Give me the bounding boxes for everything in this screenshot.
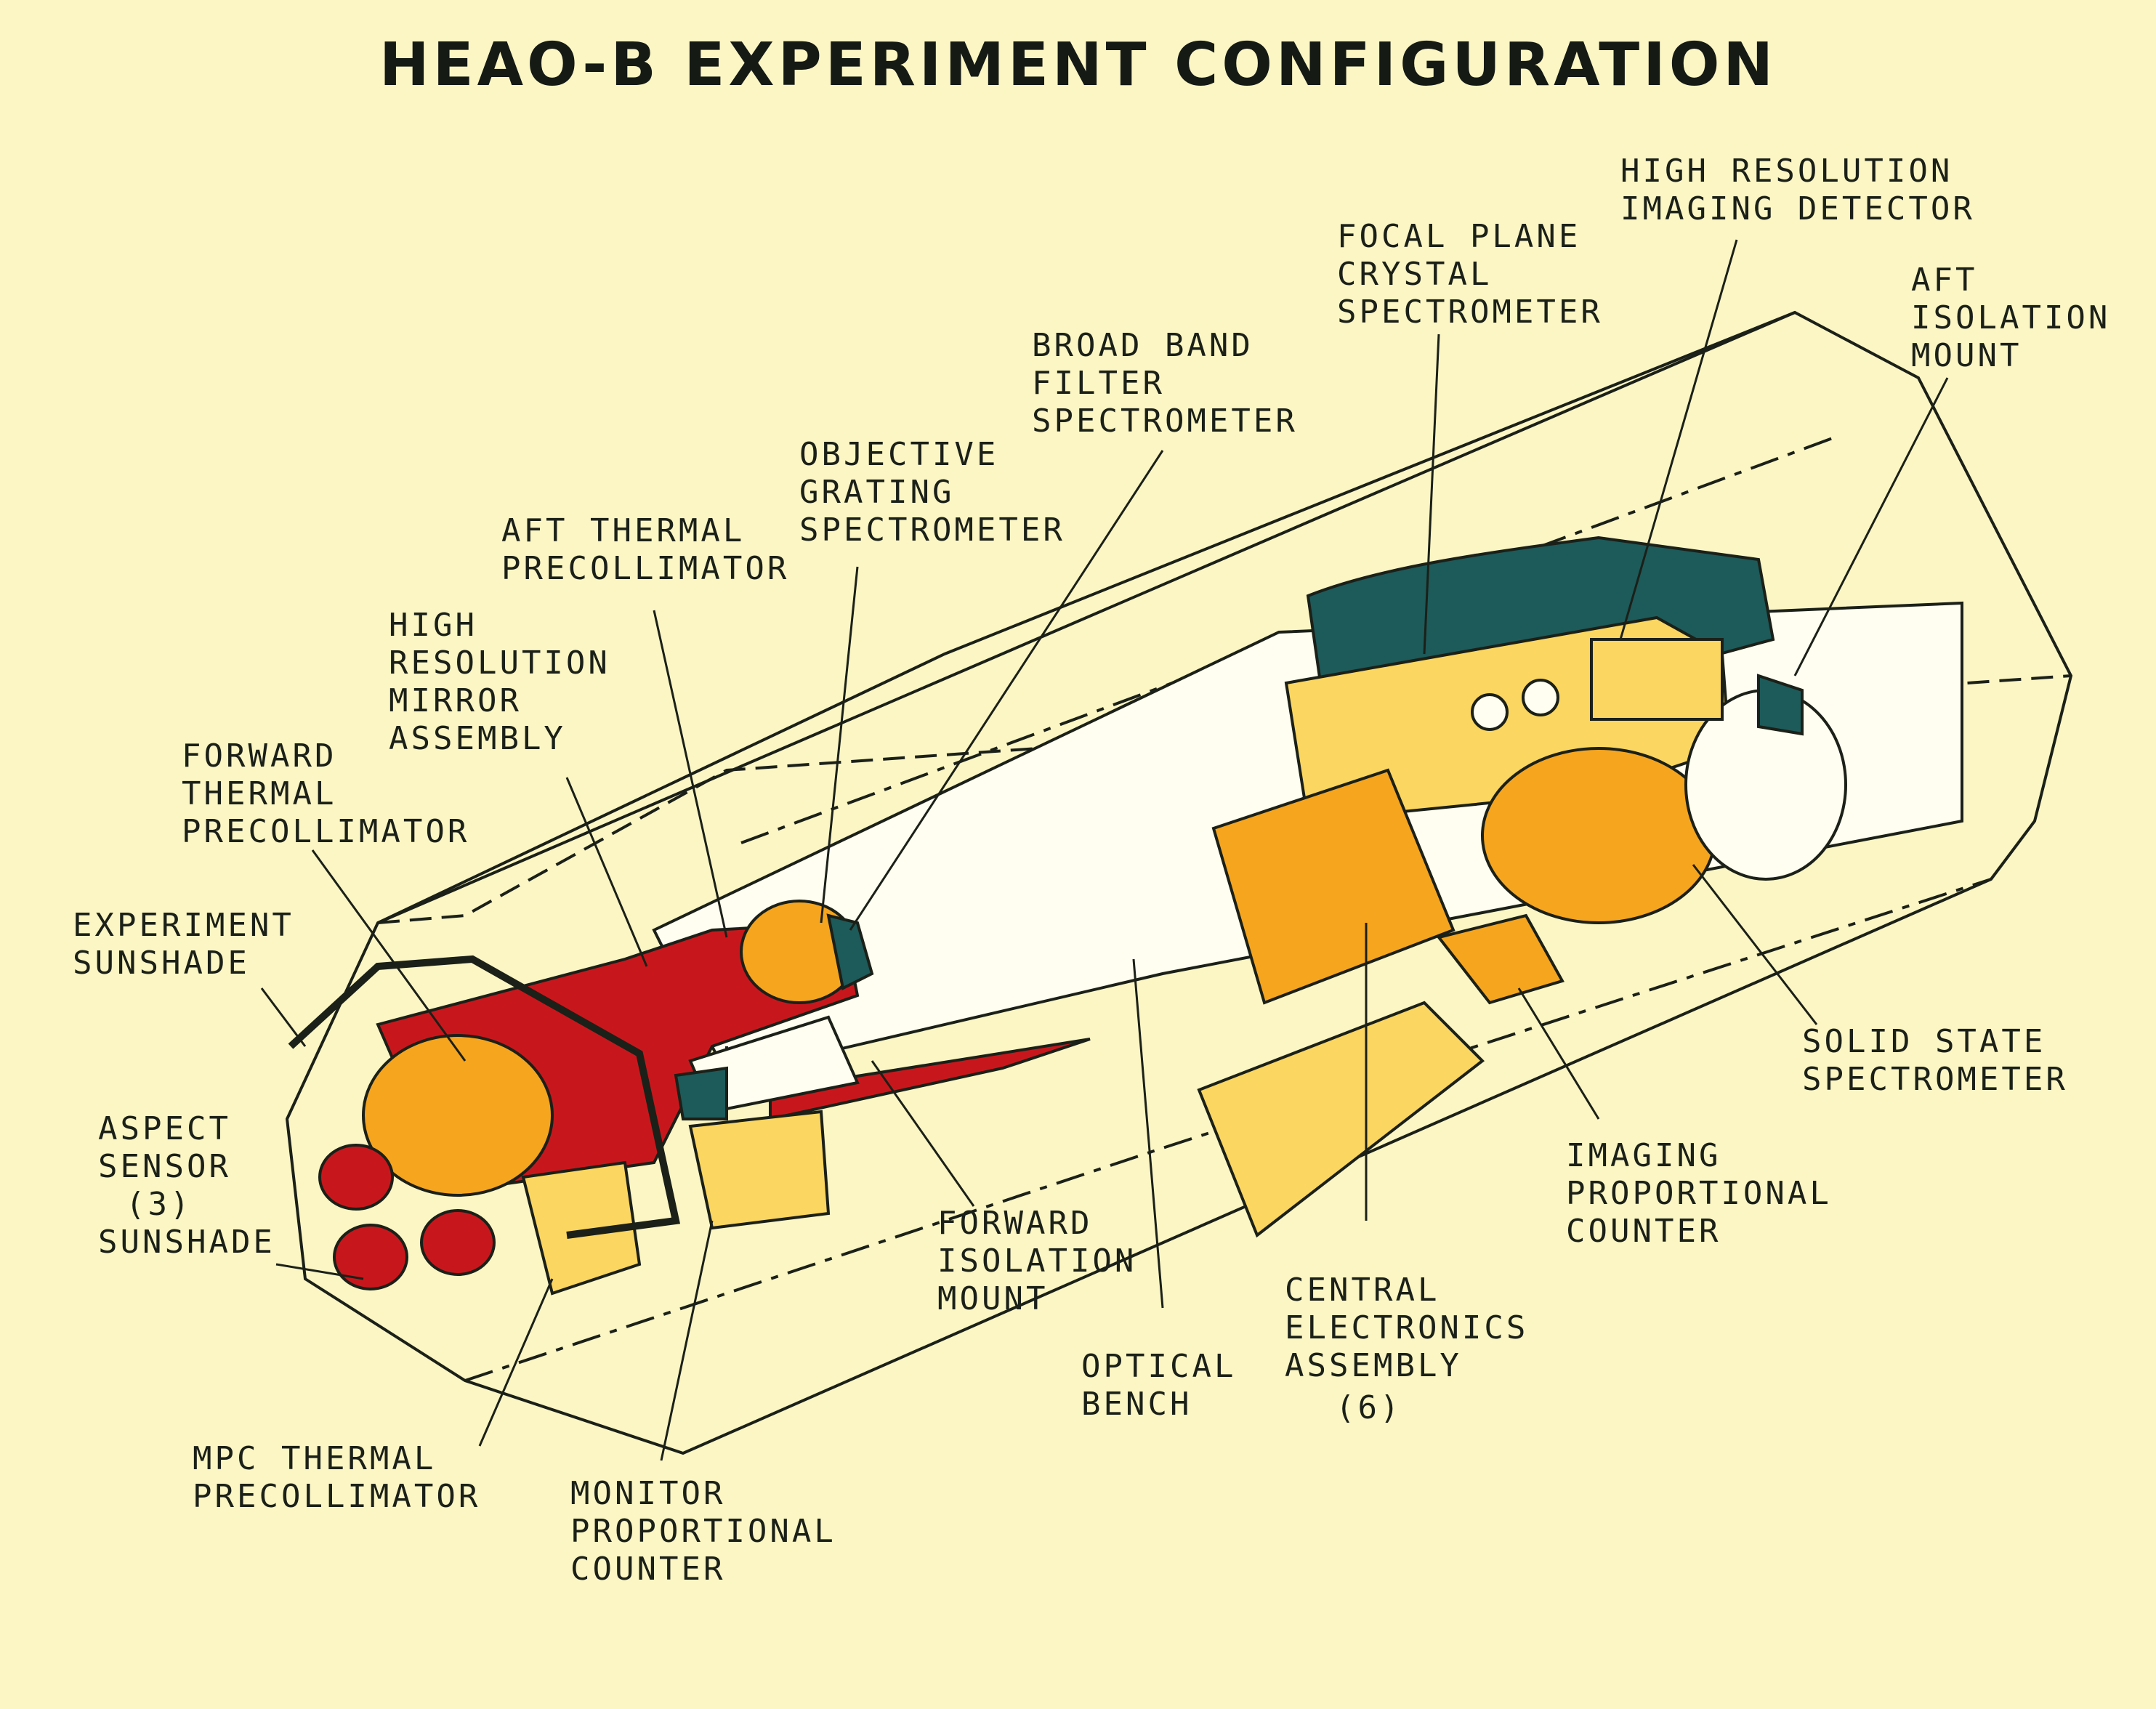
mirror-assembly-shape	[362, 900, 1091, 1197]
aspect-sensors-shape	[318, 1144, 496, 1290]
counter-boxes-shape	[521, 1015, 860, 1296]
aft-instrument-shapes	[1284, 615, 1847, 924]
leader-lines	[260, 239, 1949, 1461]
diagram-title: HEAO-B EXPERIMENT CONFIGURATION	[379, 31, 1777, 100]
sunshade-frame	[288, 955, 681, 1239]
electronics-boxes	[1197, 768, 1564, 1238]
